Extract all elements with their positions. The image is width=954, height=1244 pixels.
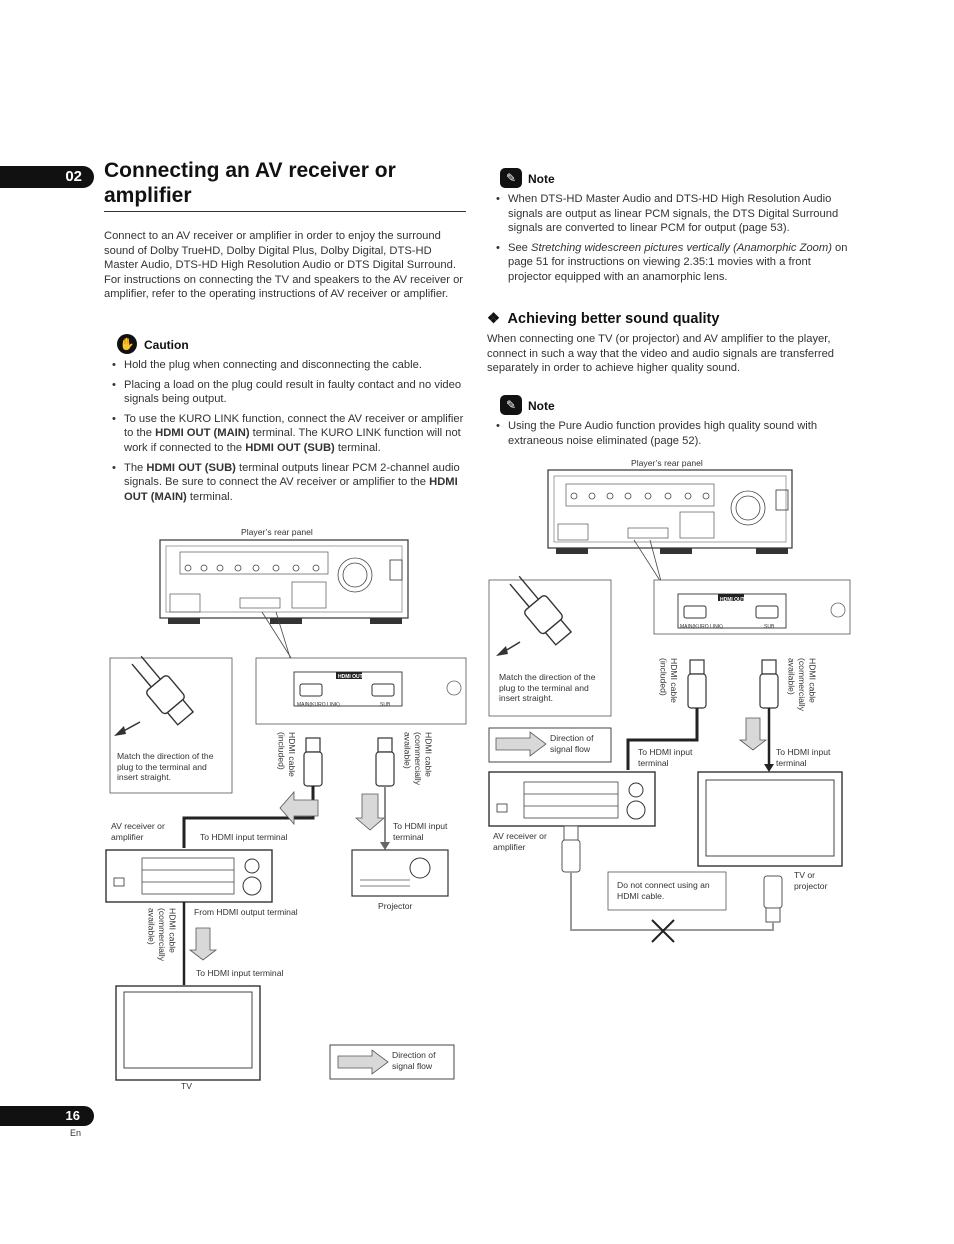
caution-heading: Caution: [144, 338, 189, 352]
caution-item: Hold the plug when connecting and discon…: [110, 358, 470, 373]
direction-legend-label: Direction of signal flow: [550, 733, 594, 754]
tv-label: TV: [181, 1081, 192, 1091]
player-rear-panel-right: [547, 469, 793, 554]
cable-commercial-label: HDMI cable (commercially available): [146, 908, 178, 961]
hdmi-cable-commercial: [375, 737, 395, 850]
note-heading: Note: [528, 172, 555, 186]
to-hdmi-input-label: To HDMI input terminal: [393, 821, 448, 842]
to-hdmi-input-label: To HDMI input terminal: [200, 832, 288, 842]
hdmi-sub-label: SUB: [380, 702, 391, 708]
note-list: When DTS-HD Master Audio and DTS-HD High…: [494, 192, 854, 290]
match-direction-note: Match the direction of the plug to the t…: [117, 751, 214, 782]
cable-included-label: HDMI cable (included): [658, 658, 680, 703]
note-heading: Note: [528, 399, 555, 413]
to-hdmi-input-label: To HDMI input terminal: [776, 747, 831, 768]
tv: [115, 985, 261, 1081]
page-title: Connecting an AV receiver or amplifier: [104, 159, 396, 207]
page-number-tab: 16: [0, 1106, 94, 1126]
caution-list: Hold the plug when connecting and discon…: [110, 358, 470, 509]
projector-label: Projector: [378, 901, 413, 911]
av-receiver-label: AV receiver or amplifier: [493, 831, 547, 852]
caution-hand-icon: ✋: [117, 334, 137, 354]
hdmi-plug-icon: [509, 575, 573, 646]
caution-item: Placing a load on the plug could result …: [110, 378, 470, 407]
projector: [351, 849, 449, 897]
from-hdmi-output-label: From HDMI output terminal: [194, 907, 298, 917]
caution-item: To use the KURO LINK function, connect t…: [110, 412, 470, 456]
direction-legend-label: Direction of signal flow: [392, 1050, 436, 1071]
note-item: When DTS-HD Master Audio and DTS-HD High…: [494, 192, 854, 236]
hdmi-plug-icon: [131, 655, 195, 726]
title-rule: [104, 211, 466, 212]
match-direction-note: Match the direction of the plug to the t…: [499, 672, 596, 703]
note-item: See Stretching widescreen pictures verti…: [494, 241, 854, 285]
hdmi-main-label: MAIN(KURO LINK): [680, 624, 723, 630]
to-hdmi-input-label: To HDMI input terminal: [638, 747, 693, 768]
do-not-connect-note: Do not connect using an HDMI cable.: [617, 880, 710, 901]
note-pencil-icon: ✎: [500, 168, 522, 188]
note-item: Using the Pure Audio function provides h…: [494, 419, 854, 448]
cross-icon: [651, 919, 675, 943]
intro-paragraph: Connect to an AV receiver or amplifier i…: [104, 230, 464, 301]
hdmi-out-label: HDMI OUT: [338, 674, 363, 680]
hdmi-main-label: MAIN(KURO LINK): [297, 702, 340, 708]
cable-commercial-label: HDMI cable (commercially available): [786, 658, 818, 711]
rear-panel-label: Player’s rear panel: [631, 458, 703, 468]
player-rear-panel: [159, 539, 409, 624]
note-list: Using the Pure Audio function provides h…: [494, 419, 854, 453]
rear-panel-label: Player’s rear panel: [241, 527, 313, 537]
section-heading: ❖ Achieving better sound quality: [487, 311, 720, 327]
tv-projector-label: TV or projector: [794, 870, 828, 891]
hdmi-sub-label: SUB: [764, 624, 775, 630]
section-paragraph: When connecting one TV (or projector) an…: [487, 333, 835, 375]
to-hdmi-input-label: To HDMI input terminal: [196, 968, 284, 978]
av-receiver: [105, 849, 273, 903]
language-label: En: [70, 1128, 82, 1138]
cable-included-label: HDMI cable (included): [276, 732, 298, 777]
hdmi-out-label: HDMI OUT: [720, 597, 745, 603]
chapter-tab: 02: [0, 166, 94, 188]
caution-item: The HDMI OUT (SUB) terminal outputs line…: [110, 461, 470, 505]
note-pencil-icon: ✎: [500, 395, 522, 415]
av-receiver-label: AV receiver or amplifier: [111, 821, 165, 842]
cable-commercial-label: HDMI cable (commercially available): [402, 732, 434, 785]
